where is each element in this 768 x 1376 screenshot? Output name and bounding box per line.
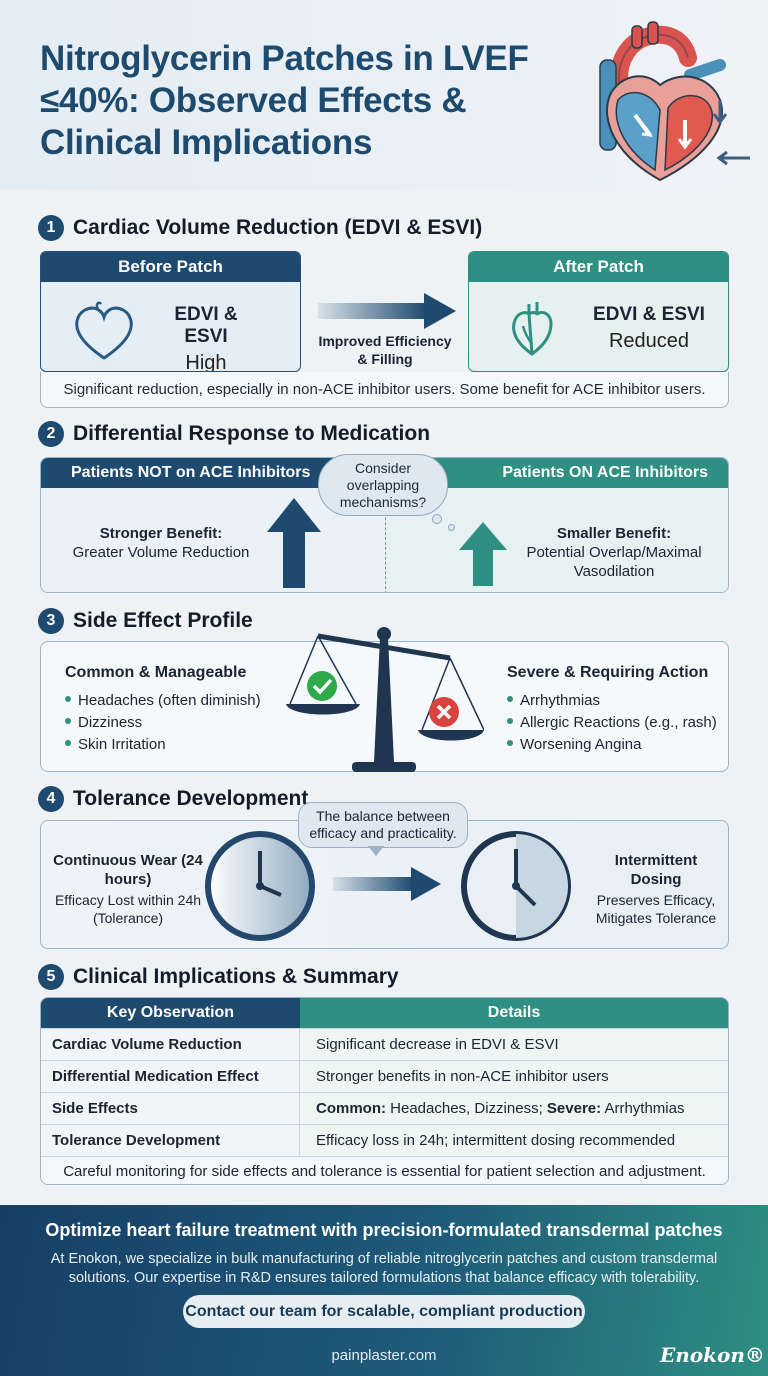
table-footnote: Careful monitoring for side effects and … — [41, 1156, 728, 1184]
after-patch-heading: After Patch — [469, 252, 728, 282]
table-cell: Side Effects — [41, 1093, 300, 1124]
checkmark-icon — [307, 671, 337, 701]
divider — [385, 488, 386, 592]
table-header: Key Observation Details — [41, 998, 728, 1028]
section5-header: 5 Clinical Implications & Summary — [38, 962, 399, 992]
section-number: 5 — [38, 964, 64, 990]
section-title: Side Effect Profile — [73, 609, 253, 632]
section-title: Tolerance Development — [73, 787, 309, 810]
clock-icon — [461, 831, 571, 941]
list-item: Worsening Angina — [507, 734, 717, 756]
intermittent-dosing-detail: Preserves Efficacy, Mitigates Tolerance — [595, 892, 717, 926]
stronger-benefit-detail: Greater Volume Reduction — [72, 544, 250, 561]
section-title: Cardiac Volume Reduction (EDVI & ESVI) — [73, 216, 483, 239]
section-title: Differential Response to Medication — [73, 422, 431, 445]
footer-text: At Enokon, we specialize in bulk manufac… — [50, 1251, 718, 1286]
right-panel — [386, 488, 728, 592]
section-number: 2 — [38, 421, 64, 447]
section-number: 3 — [38, 608, 64, 634]
table-cell: Stronger benefits in non-ACE inhibitor u… — [300, 1061, 728, 1092]
section1-header: 1 Cardiac Volume Reduction (EDVI & ESVI) — [38, 213, 482, 243]
table-row: Tolerance Development Efficacy loss in 2… — [41, 1124, 728, 1156]
arrow-label: Improved Efficiency & Filling — [318, 333, 452, 367]
section4-header: 4 Tolerance Development — [38, 784, 308, 814]
bubble-dot — [432, 514, 442, 524]
heart-anatomy-icon — [599, 21, 750, 182]
section3-header: 3 Side Effect Profile — [38, 606, 253, 636]
list-item: Skin Irritation — [65, 734, 261, 756]
list-item: Dizziness — [65, 712, 261, 734]
balance-scale-icon — [286, 627, 484, 772]
after-patch-box: After Patch EDVI & ESVI Reduced — [468, 251, 729, 372]
table-cell: Tolerance Development — [41, 1125, 300, 1156]
section-number: 1 — [38, 215, 64, 241]
table-row: Cardiac Volume Reduction Significant dec… — [41, 1028, 728, 1060]
right-arrow-icon — [318, 293, 456, 329]
section1-footnote: Significant reduction, especially in non… — [40, 372, 729, 408]
common-effects-list: Common & Manageable Headaches (often dim… — [65, 664, 261, 756]
before-metric: EDVI & ESVI — [174, 304, 238, 347]
column-header: Details — [300, 998, 728, 1028]
column-header: Key Observation — [41, 998, 300, 1028]
tolerance-card: Continuous Wear (24 hours) Efficacy Lost… — [40, 820, 729, 949]
common-heading: Common & Manageable — [65, 664, 247, 681]
table-row: Side Effects Common: Headaches, Dizzines… — [41, 1092, 728, 1124]
table-cell: Cardiac Volume Reduction — [41, 1029, 300, 1060]
anatomical-heart-icon — [512, 302, 553, 356]
medication-response-card: Patients NOT on ACE Inhibitors Patients … — [40, 457, 729, 593]
stronger-benefit-text: Stronger Benefit: Greater Volume Reducti… — [61, 524, 261, 562]
before-status: High — [185, 352, 227, 372]
enokon-logo: Enokon® — [660, 1343, 765, 1367]
intermittent-dosing-text: Intermittent Dosing Preserves Efficacy, … — [581, 851, 728, 927]
table-cell: Differential Medication Effect — [41, 1061, 300, 1092]
clock-faded-icon — [205, 831, 315, 941]
intermittent-dosing-heading: Intermittent Dosing — [614, 852, 698, 888]
list-item: Headaches (often diminish) — [65, 690, 261, 712]
heart-outline-icon — [75, 301, 133, 360]
bubble-dot — [448, 524, 455, 531]
summary-table: Key Observation Details Cardiac Volume R… — [40, 997, 729, 1185]
smaller-benefit-detail: Potential Overlap/Maximal Vasodilation — [526, 544, 702, 580]
smaller-benefit-text: Smaller Benefit: Potential Overlap/Maxim… — [509, 524, 719, 581]
smaller-benefit-label: Smaller Benefit: — [556, 525, 672, 542]
severe-effects-list: Severe & Requiring Action Arrhythmias Al… — [507, 664, 717, 756]
list-item: Arrhythmias — [507, 690, 717, 712]
right-arrow-icon — [333, 867, 441, 901]
stronger-benefit-label: Stronger Benefit: — [99, 525, 223, 542]
footer-banner: Optimize heart failure treatment with pr… — [0, 1205, 768, 1376]
before-patch-heading: Before Patch — [41, 252, 300, 282]
footer-title: Optimize heart failure treatment with pr… — [45, 1220, 723, 1240]
list-item: Allergic Reactions (e.g., rash) — [507, 712, 717, 734]
small-up-arrow-icon — [459, 522, 507, 586]
continuous-wear-detail: Efficacy Lost within 24h (Tolerance) — [54, 892, 202, 926]
table-cell: Significant decrease in EDVI & ESVI — [300, 1029, 728, 1060]
page-title: Nitroglycerin Patches in LVEF ≤40%: Obse… — [40, 39, 529, 162]
section-number: 4 — [38, 786, 64, 812]
thought-bubble: Consider overlapping mechanisms? — [318, 454, 448, 516]
tooltip-pointer — [368, 846, 384, 856]
table-cell: Common: Headaches, Dizziness; Severe: Ar… — [300, 1093, 728, 1124]
after-patch-values: EDVI & ESVI Reduced — [569, 304, 728, 353]
website-link[interactable]: painplaster.com — [331, 1347, 437, 1364]
section-title: Clinical Implications & Summary — [73, 965, 399, 988]
balance-tooltip: The balance between efficacy and practic… — [298, 802, 468, 848]
header-banner: Nitroglycerin Patches in LVEF ≤40%: Obse… — [0, 0, 768, 190]
continuous-wear-text: Continuous Wear (24 hours) Efficacy Lost… — [53, 851, 203, 927]
before-patch-values: EDVI & ESVI High — [151, 304, 261, 372]
large-up-arrow-icon — [267, 498, 321, 588]
contact-team-button[interactable]: Contact our team for scalable, compliant… — [183, 1295, 585, 1328]
table-cell: Efficacy loss in 24h; intermittent dosin… — [300, 1125, 728, 1156]
table-row: Differential Medication Effect Stronger … — [41, 1060, 728, 1092]
after-metric: EDVI & ESVI — [593, 304, 705, 325]
after-status: Reduced — [608, 330, 690, 352]
section2-header: 2 Differential Response to Medication — [38, 419, 430, 449]
before-patch-box: Before Patch EDVI & ESVI High — [40, 251, 301, 372]
continuous-wear-heading: Continuous Wear (24 hours) — [53, 852, 203, 888]
severe-heading: Severe & Requiring Action — [507, 664, 709, 681]
